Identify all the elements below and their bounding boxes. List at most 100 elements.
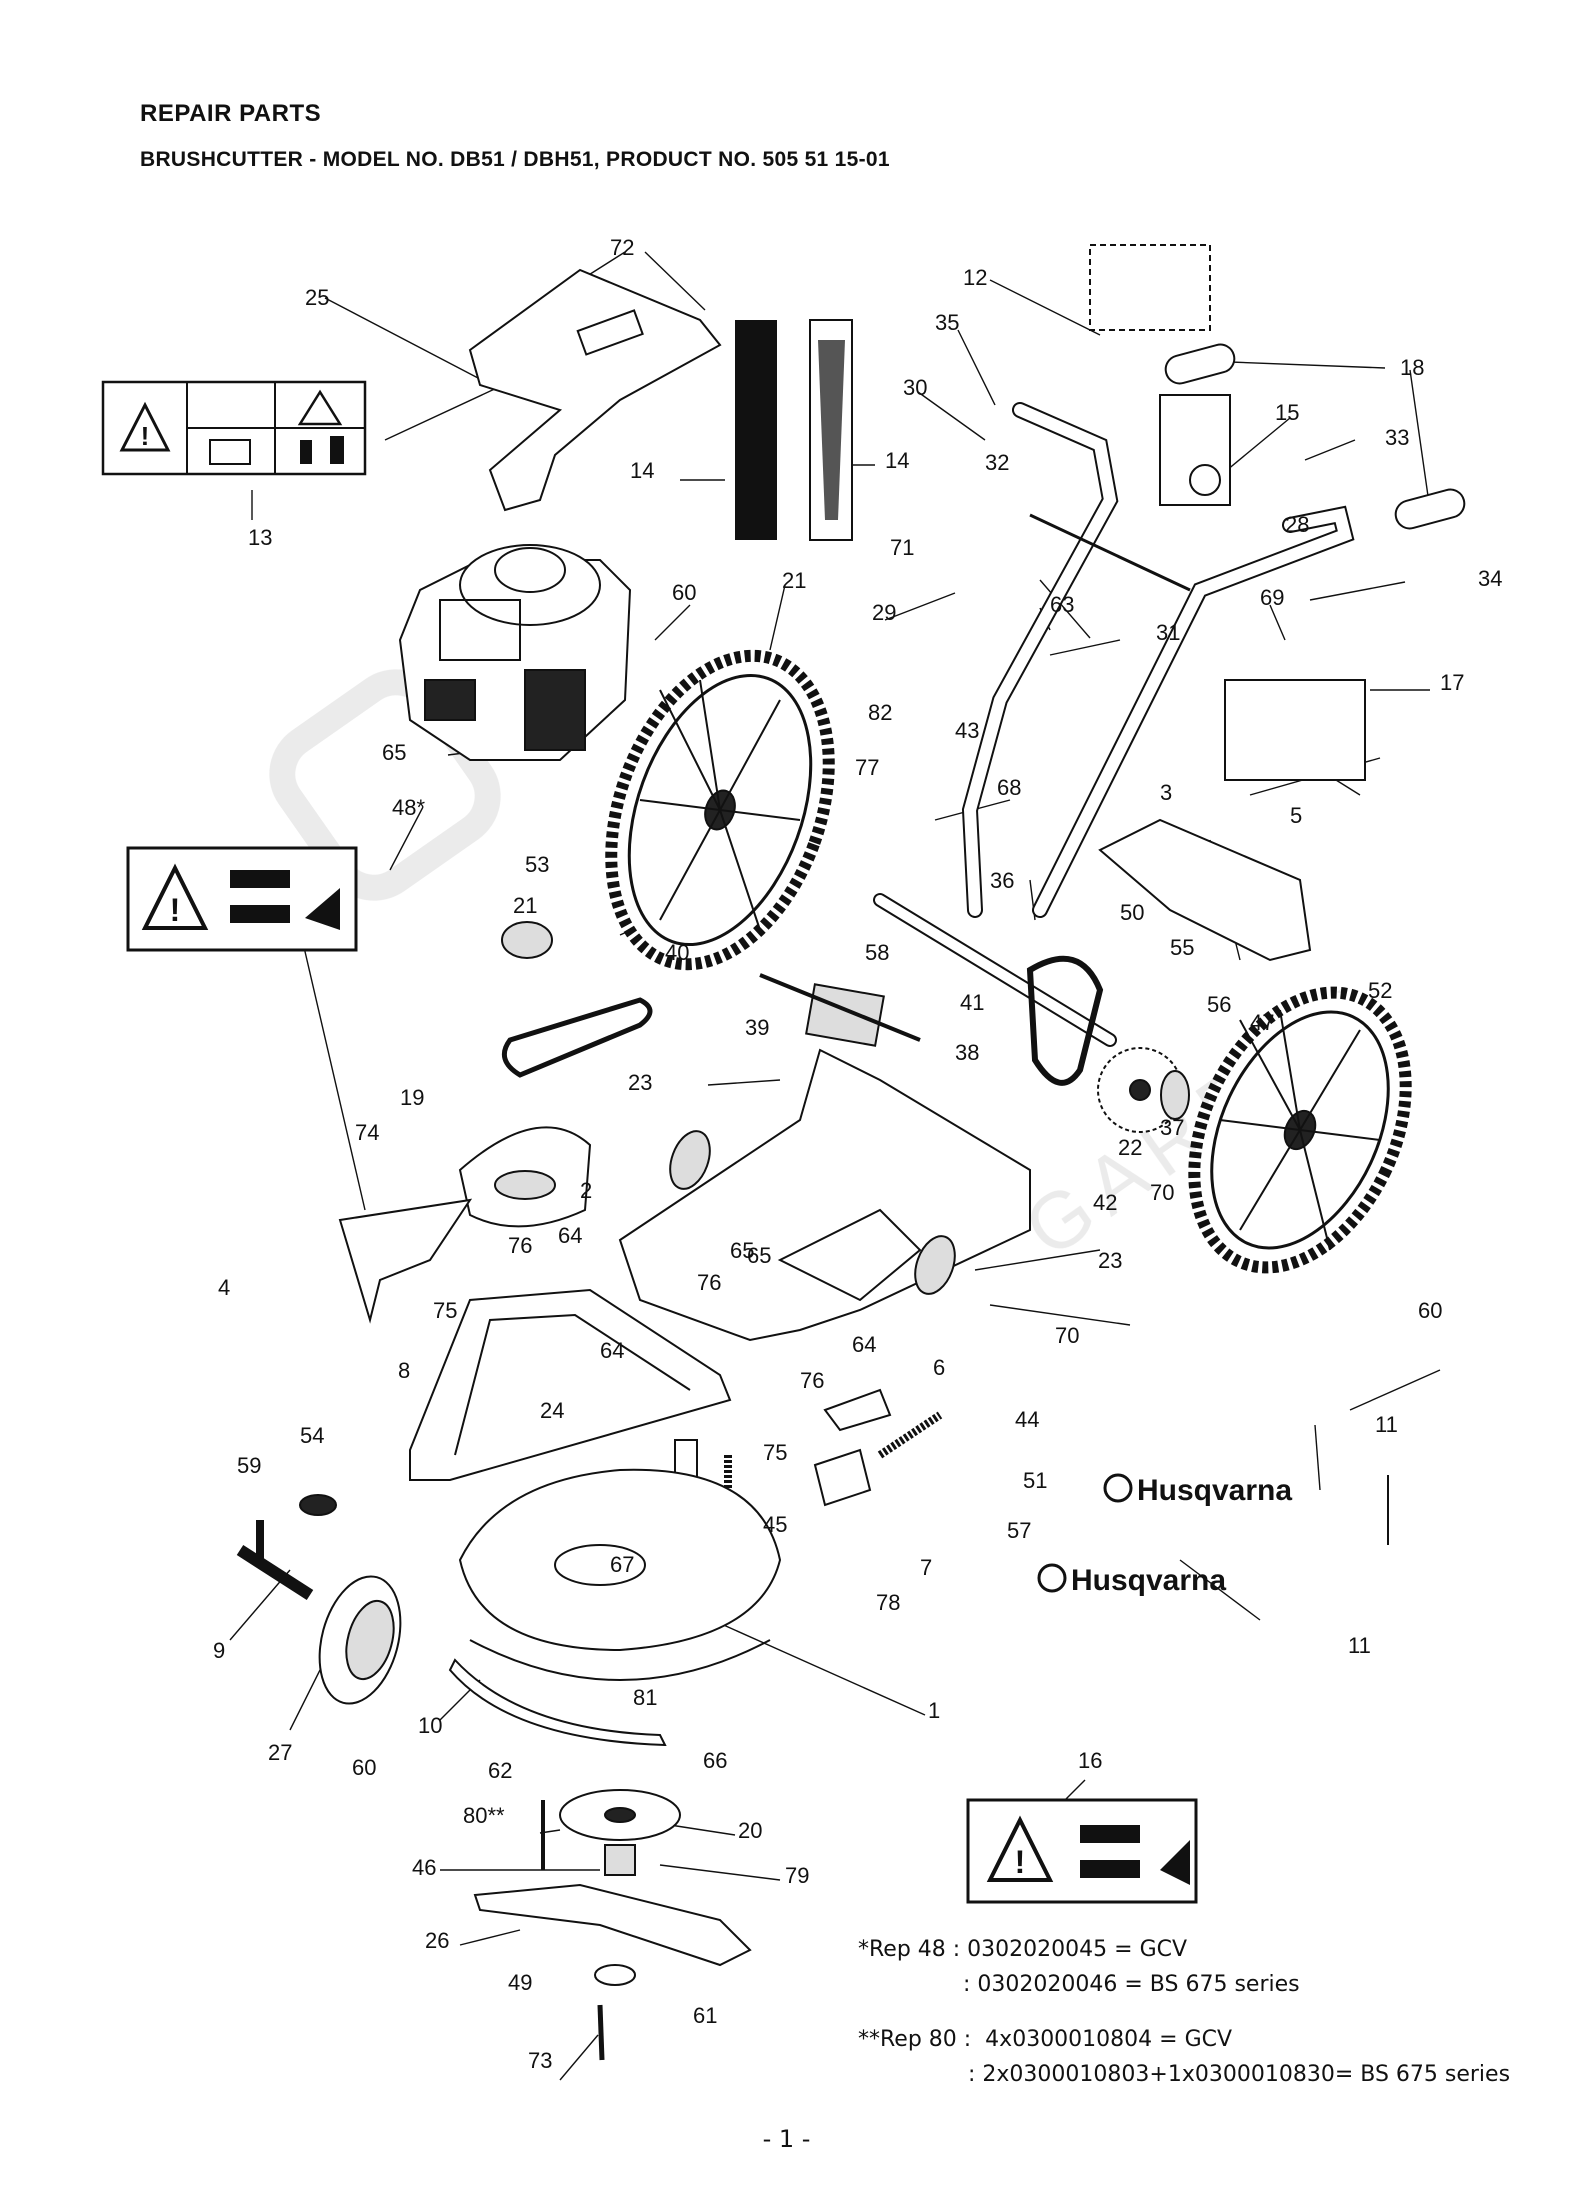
callout-33: 33 [1385, 425, 1409, 450]
deck-plate-5 [1098, 818, 1312, 962]
callout-37: 37 [1160, 1115, 1184, 1140]
wheel-21-left [605, 649, 835, 971]
callout-49: 49 [508, 1970, 532, 1995]
callout-26: 26 [425, 1928, 449, 1953]
callout-45: 45 [763, 1512, 787, 1537]
callout-7: 7 [920, 1555, 932, 1580]
callout-44: 44 [1015, 1407, 1039, 1432]
callout-77: 77 [855, 755, 879, 780]
callout-32: 32 [985, 450, 1009, 475]
callout-74: 74 [355, 1120, 379, 1145]
callout-19: 19 [400, 1085, 424, 1110]
svg-text:!: ! [141, 421, 150, 451]
callout-68: 68 [997, 775, 1021, 800]
cutting-deck-1 [458, 1468, 782, 1681]
wheel-21-right [1188, 986, 1412, 1274]
callout-28: 28 [1285, 512, 1309, 537]
callout-11: 11 [1348, 1633, 1371, 1658]
callout-14: 14 [630, 458, 654, 483]
grip-18 [1164, 343, 1466, 530]
pulley-belt [501, 921, 653, 1078]
callout-36: 36 [990, 868, 1014, 893]
callout-35: 35 [935, 310, 959, 335]
callout-5: 5 [1290, 803, 1302, 828]
front-frame-8 [409, 1288, 732, 1481]
callout-79: 79 [785, 1863, 809, 1888]
callout-40: 40 [665, 940, 689, 965]
callout-39: 39 [745, 1015, 769, 1040]
callout-47: 47 [1250, 1010, 1274, 1035]
callout-70: 70 [1150, 1180, 1174, 1205]
callout-57: 57 [1007, 1518, 1031, 1543]
warning-decal-left: ! [126, 846, 358, 952]
callout-2: 2 [580, 1178, 592, 1203]
callout-53: 53 [525, 852, 549, 877]
callout-82: 82 [868, 700, 892, 725]
gearbox-39 [759, 973, 921, 1047]
callout-48star: 48* [392, 795, 425, 820]
callout-46: 46 [412, 1855, 436, 1880]
callout-9: 9 [213, 1638, 225, 1663]
callout-73: 73 [528, 2048, 552, 2073]
callout-60: 60 [1418, 1298, 1442, 1323]
callout-64: 64 [852, 1332, 876, 1357]
callout-59: 59 [237, 1453, 261, 1478]
chain-sprocket [1026, 955, 1190, 1133]
callout-27: 27 [268, 1740, 292, 1765]
callout-64: 64 [600, 1338, 624, 1363]
husqvarna-logo-lower: Husqvarna [1037, 1563, 1226, 1597]
svg-text:!: ! [1015, 1844, 1026, 1880]
page-title: REPAIR PARTS [140, 100, 322, 127]
callout-75: 75 [763, 1440, 787, 1465]
callout-15: 15 [1275, 400, 1299, 425]
page-subtitle: BRUSHCUTTER - MODEL NO. DB51 / DBH51, PR… [140, 148, 890, 171]
callout-29: 29 [872, 600, 896, 625]
callout-12: 12 [963, 265, 987, 290]
callout-1: 1 [928, 1698, 940, 1723]
callout-10: 10 [418, 1713, 442, 1738]
callout-61: 61 [693, 2003, 717, 2028]
callout-11: 11 [1375, 1412, 1398, 1437]
callout-6: 6 [933, 1355, 945, 1380]
note-rep80-line2: : 2x0300010803+1x0300010830= BS 675 seri… [968, 2062, 1511, 2087]
callout-75: 75 [433, 1298, 457, 1323]
callout-18: 18 [1400, 355, 1424, 380]
warning-decal-13: ! [101, 380, 367, 476]
note-rep48-line1: *Rep 48 : 0302020045 = GCV [858, 1937, 1188, 1962]
bracket-4 [338, 1198, 473, 1324]
callout-43: 43 [955, 718, 979, 743]
pulley-cover-19 [458, 1126, 592, 1228]
note-rep80-line1: **Rep 80 : 4x0300010804 = GCV [858, 2027, 1233, 2052]
callout-60: 60 [672, 580, 696, 605]
callout-54: 54 [300, 1423, 324, 1448]
callout-66: 66 [703, 1748, 727, 1773]
blade-assembly [473, 1789, 752, 2061]
callout-65: 65 [382, 740, 406, 765]
callout-13: 13 [248, 525, 272, 550]
skirt-10 [448, 1658, 667, 1747]
callout-42: 42 [1093, 1190, 1117, 1215]
husqvarna-logo-upper: Husqvarna [1103, 1473, 1292, 1507]
callout-62: 62 [488, 1758, 512, 1783]
callout-60: 60 [352, 1755, 376, 1780]
callout-3: 3 [1160, 780, 1172, 805]
callout-50: 50 [1120, 900, 1144, 925]
callout-65: 65 [747, 1243, 771, 1268]
callout-21: 21 [513, 893, 537, 918]
callout-14: 14 [885, 448, 909, 473]
callout-65: 65 [730, 1238, 754, 1263]
callout-4: 4 [218, 1275, 230, 1300]
callout-52: 52 [1368, 978, 1392, 1003]
callout-16: 16 [1078, 1748, 1102, 1773]
axle-50 [873, 893, 1117, 1047]
svg-text:Husqvarna: Husqvarna [1071, 1564, 1226, 1597]
callout-55: 55 [1170, 935, 1194, 960]
callout-72: 72 [610, 235, 634, 260]
callout-20: 20 [738, 1818, 762, 1843]
callout-51: 51 [1023, 1468, 1047, 1493]
callout-23: 23 [1098, 1248, 1122, 1273]
callout-58: 58 [865, 940, 889, 965]
callout-76: 76 [697, 1270, 721, 1295]
